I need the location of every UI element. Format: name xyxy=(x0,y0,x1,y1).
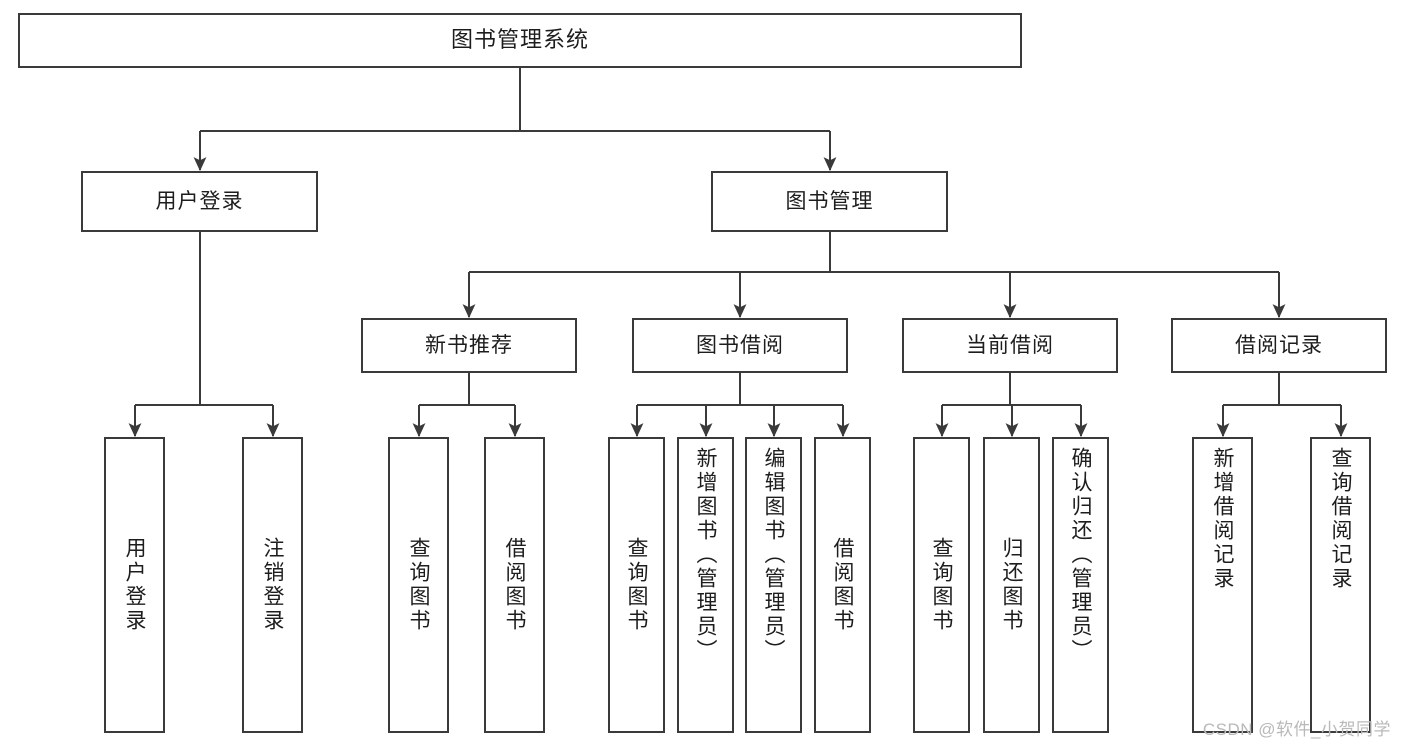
node-book-management[interactable]: 图书管理 xyxy=(711,171,948,232)
node-label: 新书推荐 xyxy=(425,333,513,357)
node-leaf-confirm-return[interactable]: 确认归还（管理员） xyxy=(1052,437,1109,733)
node-leaf-query-book-current[interactable]: 查询图书 xyxy=(913,437,970,733)
node-leaf-borrow-book[interactable]: 借阅图书 xyxy=(814,437,871,733)
node-leaf-add-book[interactable]: 新增图书（管理员） xyxy=(677,437,734,733)
node-label: 借阅图书 xyxy=(503,537,527,633)
node-label: 查询借阅记录 xyxy=(1329,447,1353,591)
node-label: 查询图书 xyxy=(407,537,431,633)
node-new-book-recommend[interactable]: 新书推荐 xyxy=(361,318,577,373)
node-label: 用户登录 xyxy=(155,189,244,213)
node-label: 查询图书 xyxy=(930,537,954,633)
node-leaf-query-book-recommend[interactable]: 查询图书 xyxy=(388,437,449,733)
node-leaf-add-borrow-record[interactable]: 新增借阅记录 xyxy=(1192,437,1253,733)
node-label: 借阅图书 xyxy=(831,537,855,633)
node-label: 编辑图书（管理员） xyxy=(762,447,786,663)
node-label: 图书借阅 xyxy=(696,333,784,357)
csdn-watermark: CSDN @软件_小贺同学 xyxy=(1202,720,1391,739)
node-label: 图书管理系统 xyxy=(450,27,589,53)
node-leaf-logout[interactable]: 注销登录 xyxy=(242,437,303,733)
node-root[interactable]: 图书管理系统 xyxy=(18,13,1022,68)
node-label: 查询图书 xyxy=(625,537,649,633)
node-leaf-borrow-book-recommend[interactable]: 借阅图书 xyxy=(484,437,545,733)
node-label: 当前借阅 xyxy=(966,333,1054,357)
node-leaf-query-book-borrow[interactable]: 查询图书 xyxy=(608,437,665,733)
node-label: 用户登录 xyxy=(123,537,147,633)
node-book-borrow[interactable]: 图书借阅 xyxy=(632,318,848,373)
node-leaf-edit-book[interactable]: 编辑图书（管理员） xyxy=(745,437,802,733)
node-label: 确认归还（管理员） xyxy=(1069,447,1093,663)
node-label: 图书管理 xyxy=(785,189,874,213)
node-label: 注销登录 xyxy=(261,537,285,633)
node-label: 归还图书 xyxy=(1000,537,1024,633)
node-label: 新增图书（管理员） xyxy=(694,447,718,663)
node-leaf-query-borrow-record[interactable]: 查询借阅记录 xyxy=(1310,437,1371,733)
node-leaf-return-book[interactable]: 归还图书 xyxy=(983,437,1040,733)
node-leaf-user-login[interactable]: 用户登录 xyxy=(104,437,165,733)
node-label: 新增借阅记录 xyxy=(1211,447,1235,591)
node-user-login[interactable]: 用户登录 xyxy=(81,171,318,232)
node-borrow-record[interactable]: 借阅记录 xyxy=(1171,318,1387,373)
node-label: 借阅记录 xyxy=(1235,333,1323,357)
node-current-borrow[interactable]: 当前借阅 xyxy=(902,318,1118,373)
